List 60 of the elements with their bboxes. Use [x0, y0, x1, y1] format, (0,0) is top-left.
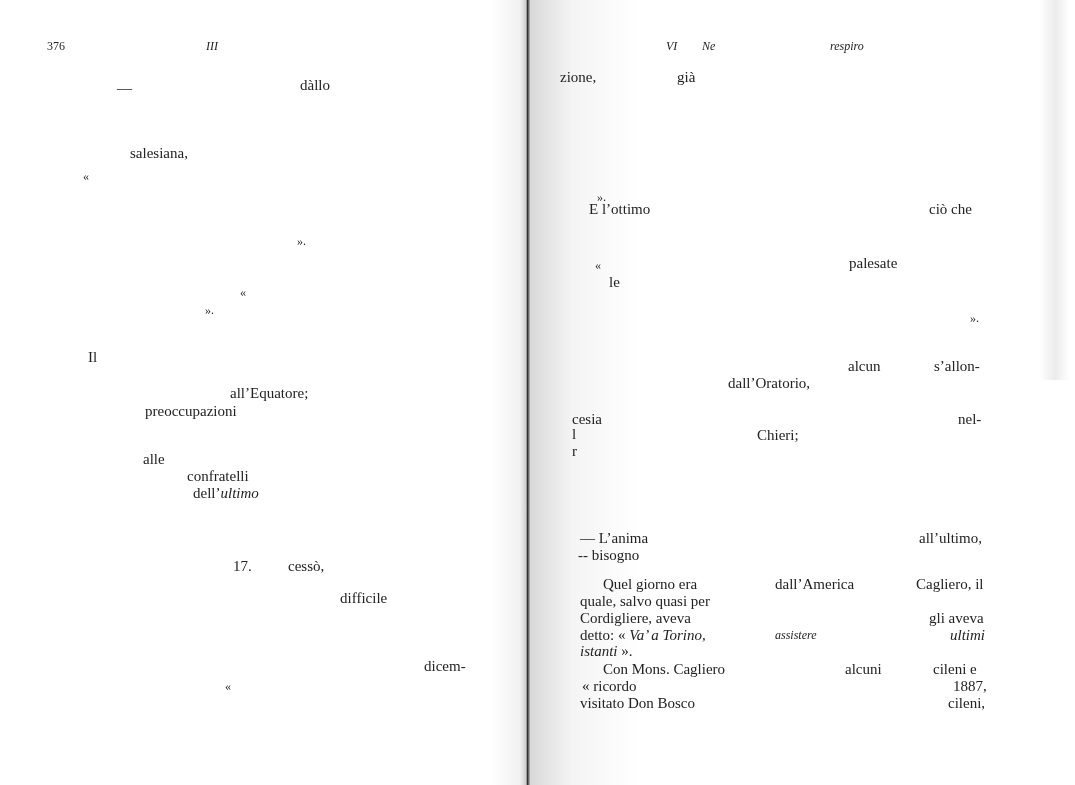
- text-fragment: quale, salvo quasi per: [580, 593, 710, 610]
- text-fragment: nel-: [958, 411, 982, 428]
- text-fragment: VI: [666, 38, 678, 55]
- text-fragment: Il: [88, 349, 98, 366]
- text-fragment: «: [83, 168, 89, 185]
- text-fragment: difficile: [340, 590, 388, 607]
- text-fragment: Cordigliere, aveva: [580, 610, 691, 627]
- text-fragment: ».: [205, 302, 214, 319]
- text-fragment: già: [677, 69, 696, 86]
- text-fragment: visitato Don Bosco: [580, 695, 695, 712]
- text-fragment: cileni e: [933, 661, 977, 678]
- text-fragment: cessò,: [288, 558, 325, 575]
- text-fragment: alle: [143, 451, 165, 468]
- text-fragment: cileni,: [948, 695, 986, 712]
- text-fragment: respiro: [830, 38, 864, 55]
- text-fragment: 376: [47, 38, 65, 55]
- text-fragment: -- bisogno: [578, 547, 640, 564]
- text-fragment: palesate: [849, 255, 898, 272]
- text-fragment: Con Mons. Cagliero: [603, 661, 726, 678]
- text-fragment: all’ultimo,: [919, 530, 982, 547]
- text-fragment: r: [572, 443, 577, 460]
- text-fragment: Chieri;: [757, 427, 799, 444]
- text-fragment: «: [225, 678, 231, 695]
- text-fragment: cesia: [572, 411, 602, 428]
- text-fragment: gli aveva: [929, 610, 984, 627]
- text-fragment: alcuni: [845, 661, 882, 678]
- text-fragment: s’allon-: [934, 358, 980, 375]
- text-fragment: dell’ultimo: [193, 485, 259, 502]
- text-fragment: 17.: [233, 558, 252, 575]
- text-fragment: ».: [297, 233, 306, 250]
- text-fragment: l: [572, 426, 577, 443]
- text-fragment: le: [609, 274, 620, 291]
- text-fragment: Ne: [702, 38, 716, 55]
- text-fragment: Cagliero, il: [916, 576, 984, 593]
- text-fragment: istanti ».: [580, 643, 633, 660]
- text-fragment: alcun: [848, 358, 881, 375]
- text-fragment: preoccupazioni: [145, 403, 237, 420]
- text-fragment: dall’Oratorio,: [728, 375, 811, 392]
- text-fragment: zione,: [560, 69, 597, 86]
- text-fragment: Quel giorno era: [603, 576, 698, 593]
- text-fragment: E l’ottimo: [589, 201, 651, 218]
- text-fragment: dàllo: [300, 77, 330, 94]
- text-fragment: ultimi: [950, 627, 985, 644]
- text-fragment: dicem-: [424, 658, 466, 675]
- text-fragment: «: [595, 257, 601, 274]
- text-fragment: detto: « Va’ a Torino,: [580, 627, 706, 644]
- text-fragment: assistere: [775, 627, 817, 644]
- text-fragment: —: [117, 80, 132, 97]
- text-fragment: — L’anima: [580, 530, 649, 547]
- text-fragment: «: [240, 284, 246, 301]
- text-fragment: confratelli: [187, 468, 249, 485]
- text-fragment: salesiana,: [130, 145, 188, 162]
- text-fragment: dall’America: [775, 576, 855, 593]
- text-fragment: 1887,: [953, 678, 987, 695]
- text-fragment: III: [206, 38, 218, 55]
- text-fragment: ».: [597, 189, 606, 204]
- text-fragment: ».: [970, 310, 979, 327]
- text-fragment: « ricordo: [582, 678, 637, 695]
- text-fragment: all’Equatore;: [230, 385, 309, 402]
- text-fragment: ciò che: [929, 201, 972, 218]
